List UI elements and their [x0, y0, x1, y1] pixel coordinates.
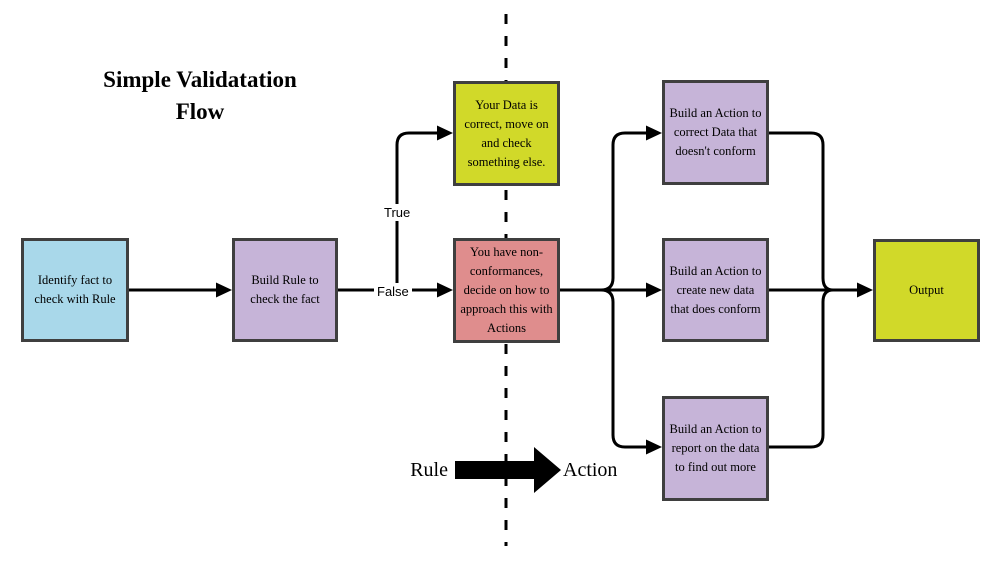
node-output: Output — [873, 239, 980, 342]
edge-true-branch — [395, 131, 438, 290]
node-action-create: Build an Action to create new data that … — [662, 238, 769, 342]
node-build-rule-label: Build Rule to check the fact — [250, 273, 320, 306]
node-action-correct: Build an Action to correct Data that doe… — [662, 80, 769, 185]
node-identify-fact-label: Identify fact to check with Rule — [34, 273, 116, 306]
node-data-correct: Your Data is correct, move on and check … — [453, 81, 560, 186]
rule-to-action-block-arrow — [455, 447, 561, 493]
diagram-title: Simple Validatation Flow — [75, 64, 325, 128]
node-identify-fact: Identify fact to check with Rule — [21, 238, 129, 342]
legend-rule-label: Rule — [410, 459, 448, 481]
true-branch-label: True — [381, 204, 414, 221]
edge-fork-down — [560, 288, 647, 449]
node-build-rule: Build Rule to check the fact — [232, 238, 338, 342]
arrowhead-into-action-correct — [646, 125, 662, 141]
legend-action-label: Action — [563, 459, 618, 481]
edge-fork-up — [560, 131, 647, 292]
arrowhead-into-output — [857, 282, 873, 298]
arrowhead-into-nonconf — [437, 282, 453, 298]
arrowhead-into-datacorrect — [437, 125, 453, 141]
node-data-correct-label: Your Data is correct, move on and check … — [464, 97, 549, 169]
node-action-report-label: Build an Action to report on the data to… — [669, 422, 762, 474]
node-action-correct-label: Build an Action to correct Data that doe… — [669, 106, 762, 158]
node-non-conformances: You have non-conformances, decide on how… — [453, 238, 560, 343]
node-action-create-label: Build an Action to create new data that … — [669, 263, 762, 316]
arrowhead-into-action-report — [646, 439, 662, 455]
node-action-report: Build an Action to report on the data to… — [662, 396, 769, 501]
false-branch-label: False — [374, 283, 412, 300]
arrowhead-into-buildrule — [216, 282, 232, 298]
arrowhead-into-action-create — [646, 282, 662, 298]
node-non-conformances-label: You have non-conformances, decide on how… — [460, 245, 553, 335]
diagram-title-line1: Simple Validatation — [103, 67, 297, 92]
edge-merge-top — [769, 131, 834, 292]
diagram-title-line2: Flow — [175, 99, 225, 124]
node-output-label: Output — [909, 283, 944, 297]
edge-merge-bottom — [769, 288, 834, 449]
